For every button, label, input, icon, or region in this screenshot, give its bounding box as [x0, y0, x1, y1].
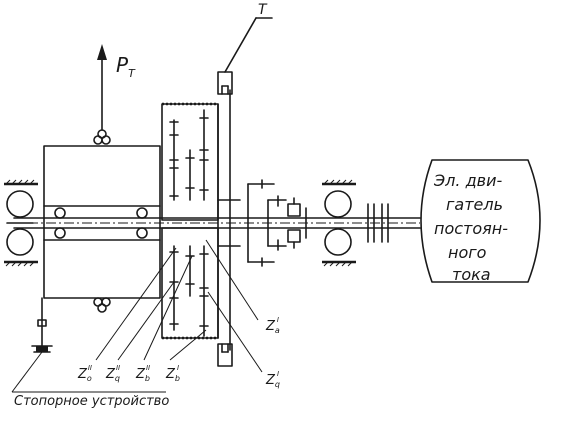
gear-label-za1: ZaI — [265, 316, 280, 335]
brake — [217, 17, 273, 367]
motor-label-line-1: Эл. дви- — [433, 171, 502, 190]
planetary-stage — [247, 179, 307, 267]
force-label: PT — [116, 53, 136, 80]
gear-label-zb1: ZbI — [165, 364, 180, 383]
motor-label-line-4: ного — [448, 243, 487, 262]
left-bearing — [4, 179, 38, 267]
right-bearing — [322, 179, 356, 267]
motor-label-line-5: тока — [452, 265, 491, 284]
motor-label-line-2: гатель — [446, 195, 503, 214]
motor-label-line-3: постоян- — [434, 219, 508, 238]
shaft-coupling — [367, 203, 389, 243]
gear-label-zb2: ZbII — [135, 364, 150, 383]
force-arrow — [97, 44, 107, 131]
gear-label-zq1: ZqI — [265, 370, 280, 389]
drum — [43, 129, 161, 313]
stop-device-label: Стопорное устройство — [14, 394, 169, 409]
gearbox-housing — [161, 89, 241, 351]
gear-label-zo2: ZoII — [77, 364, 92, 383]
brake-label: T — [258, 2, 268, 18]
lower-gears — [169, 245, 209, 337]
upper-gears — [169, 109, 209, 201]
stop-device — [31, 297, 53, 353]
leader-lines — [11, 239, 263, 393]
gear-label-zq2: ZqII — [105, 364, 120, 383]
motor — [420, 159, 541, 283]
